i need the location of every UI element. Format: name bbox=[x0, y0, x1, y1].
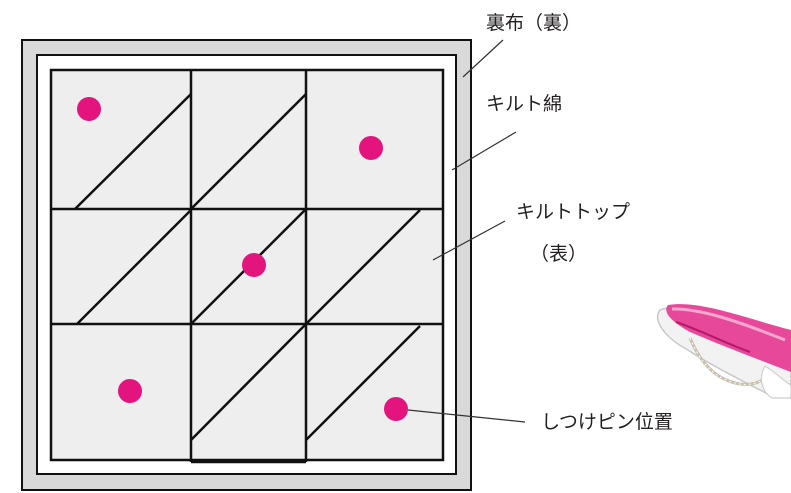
quilt-top-label: キルトトップ bbox=[516, 201, 630, 223]
block-seams bbox=[51, 70, 443, 464]
pin-dot bbox=[242, 253, 266, 277]
pin-dot bbox=[118, 379, 142, 403]
pin-position-label: しつけピン位置 bbox=[541, 411, 673, 433]
pin-dot bbox=[359, 136, 383, 160]
quilt-top-sublabel: （表） bbox=[530, 243, 587, 265]
backing-label: 裏布（裏） bbox=[486, 12, 581, 34]
quilting-pin-tool-icon bbox=[657, 304, 791, 399]
batting-label: キルト綿 bbox=[486, 93, 562, 115]
pin-dots bbox=[77, 97, 408, 421]
pin-dot bbox=[77, 97, 101, 121]
leader-lines bbox=[407, 39, 526, 423]
pin-dot bbox=[384, 397, 408, 421]
